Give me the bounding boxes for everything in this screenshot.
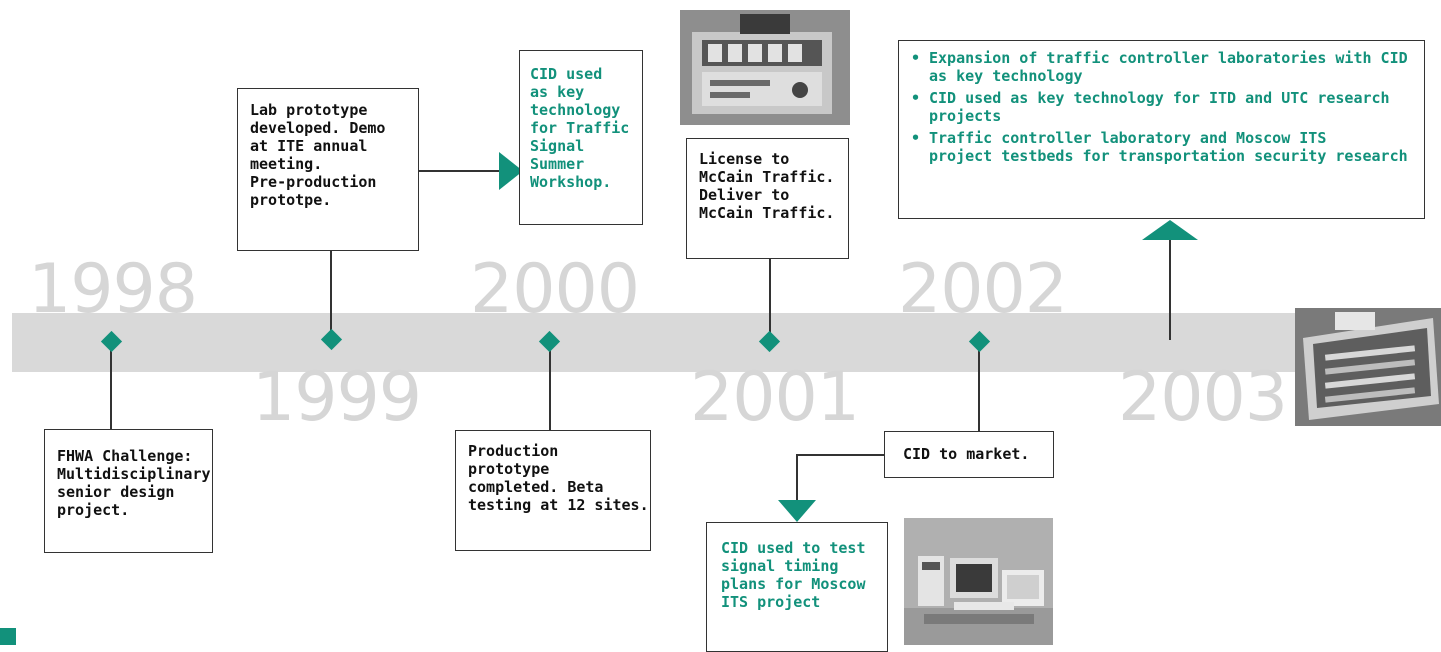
bullet-item: CID used as key technology for ITD and U…	[911, 89, 1408, 125]
event-box-moscow: CID used to test signal timing plans for…	[706, 522, 888, 652]
event-text-2002: CID to market.	[903, 445, 1030, 463]
bullet-item: Expansion of traffic controller laborato…	[911, 49, 1408, 85]
event-box-1998: FHWA Challenge: Multidisciplinary senior…	[44, 429, 213, 553]
event-text-1998: FHWA Challenge: Multidisciplinary senior…	[57, 447, 211, 519]
connector-2003	[1169, 238, 1171, 340]
year-label-2002: 2002	[898, 250, 1068, 329]
year-label-2000: 2000	[470, 250, 640, 329]
event-box-workshop: CID used as key technology for Traffic S…	[519, 50, 643, 225]
year-label-2003: 2003	[1118, 358, 1288, 437]
event-box-2001: License to McCain Traffic. Deliver to Mc…	[686, 138, 849, 259]
photo-lab-workstation	[904, 518, 1053, 645]
photo-circuit-board	[1295, 308, 1441, 426]
arrow-up-icon	[1142, 220, 1198, 240]
year-label-1998: 1998	[28, 250, 198, 329]
year-label-2001: 2001	[690, 358, 860, 437]
event-text-workshop: CID used as key technology for Traffic S…	[530, 65, 630, 191]
event-text-moscow: CID used to test signal timing plans for…	[721, 539, 866, 611]
event-text-1999: Lab prototype developed. Demo at ITE ann…	[250, 101, 386, 209]
bullet-list-2003: Expansion of traffic controller laborato…	[911, 49, 1408, 169]
timeline-band	[12, 313, 1441, 372]
arrow-down-icon	[778, 500, 816, 522]
connector-2002-to-moscow	[796, 454, 884, 456]
connector-2002-down	[796, 454, 798, 500]
connector-1999	[330, 250, 332, 340]
event-box-2003: Expansion of traffic controller laborato…	[898, 40, 1425, 219]
connector-2002	[978, 342, 980, 432]
connector-2001	[769, 258, 771, 340]
photo-controller-device	[680, 10, 850, 125]
connector-1999-to-workshop	[418, 170, 500, 172]
connector-1998	[110, 342, 112, 430]
event-box-1999: Lab prototype developed. Demo at ITE ann…	[237, 88, 419, 251]
event-text-2000: Production prototype completed. Beta tes…	[468, 442, 649, 514]
connector-2000	[549, 342, 551, 432]
event-box-2002: CID to market.	[884, 431, 1054, 478]
corner-accent	[0, 628, 16, 645]
year-label-1999: 1999	[252, 358, 422, 437]
event-box-2000: Production prototype completed. Beta tes…	[455, 430, 651, 551]
bullet-item: Traffic controller laboratory and Moscow…	[911, 129, 1408, 165]
event-text-2001: License to McCain Traffic. Deliver to Mc…	[699, 150, 835, 222]
